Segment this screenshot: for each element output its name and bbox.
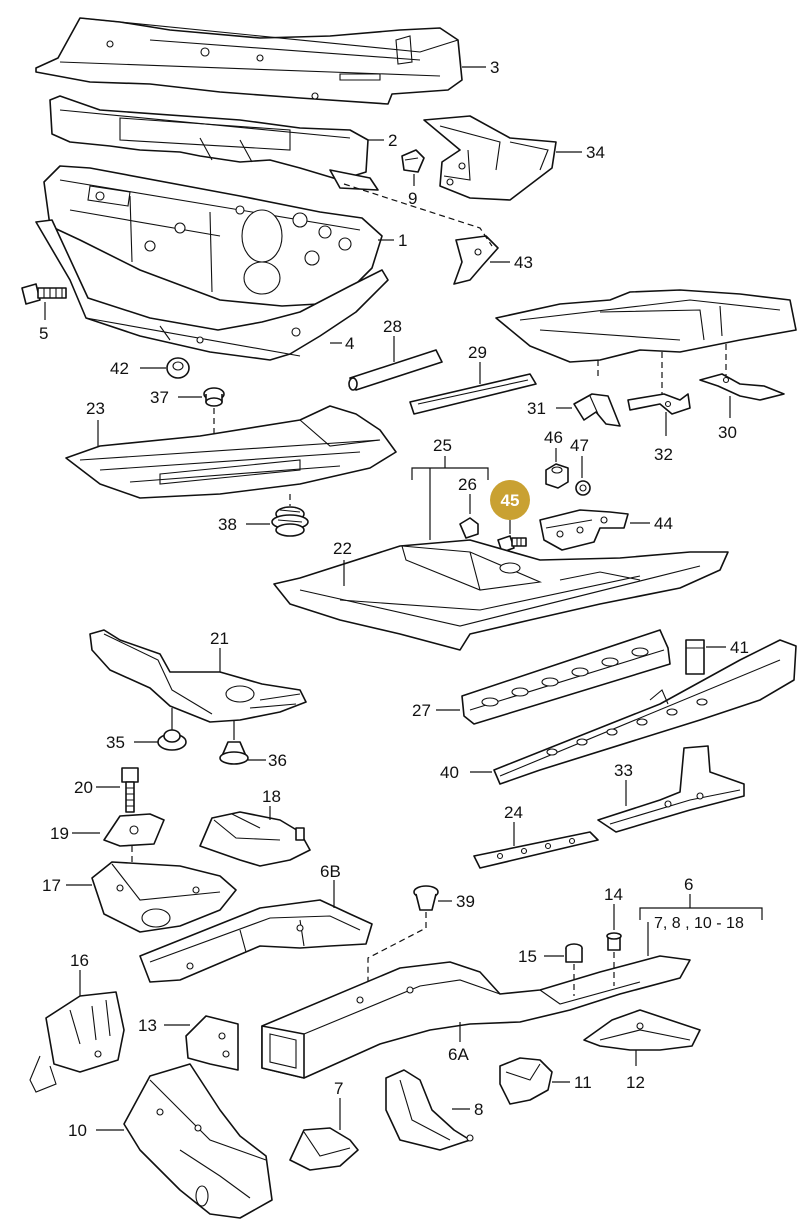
label-39: 39 [456,892,475,911]
part-rear-floor-section [495,289,797,363]
part-29-strip [409,373,537,415]
part-26-clip [459,517,479,539]
part-5-bolt [21,283,67,305]
label-7: 7 [334,1079,343,1098]
part-31-bracket [573,393,621,427]
part-19-plate [103,813,165,847]
part-46-nut [545,463,569,489]
part-32-bracket [627,393,691,415]
label-22: 22 [333,539,352,558]
label-9: 9 [408,189,417,208]
part-17-plate [91,861,237,933]
part-35-grommet [157,729,187,751]
part-43-bracket [453,235,499,285]
label-5: 5 [39,324,48,343]
part-2-bulkhead-upper [49,95,379,191]
label-29: 29 [468,343,487,362]
part-15-plug [565,943,583,963]
label-45: 45 [501,491,520,510]
label-19: 19 [50,824,69,843]
label-26: 26 [458,475,477,494]
label-36: 36 [268,751,287,770]
label-11: 11 [574,1073,592,1092]
label-12: 12 [626,1073,645,1092]
label-38: 38 [218,515,237,534]
label-46: 46 [544,428,563,447]
label-27: 27 [412,701,431,720]
label-33: 33 [614,761,633,780]
part-21-panel [89,629,307,723]
label-10: 10 [68,1121,87,1140]
label-23: 23 [86,399,105,418]
label-3: 3 [490,58,499,77]
part-44-bracket [539,509,629,551]
part-13-plate [185,1015,239,1071]
part-47-washer [575,480,591,496]
label-43: 43 [514,253,533,272]
label-44: 44 [654,514,673,533]
label-2: 2 [388,131,397,150]
label-30: 30 [718,423,737,442]
label-16: 16 [70,951,89,970]
part-41-bracket [685,639,705,675]
part-36-plug [219,741,249,765]
part-9-nut [401,149,425,173]
part-16-mount [29,991,125,1093]
label-40: 40 [440,763,459,782]
label-41: 41 [730,638,749,657]
label-6A: 6A [448,1045,469,1064]
label-6-range: 7, 8 , 10 - 18 [654,915,744,932]
label-14: 14 [604,885,623,904]
label-35: 35 [106,733,125,752]
part-4-lower-crossmember [35,219,389,361]
part-6A-main-rail [261,955,691,1079]
part-6B-rail [139,899,373,983]
label-25: 25 [433,436,452,455]
label-15: 15 [518,947,537,966]
part-30-bracket [699,373,785,401]
label-4: 4 [345,334,354,353]
part-40-sill [493,639,797,785]
part-28-rod [348,349,443,391]
label-6B: 6B [320,862,341,881]
part-38-rubber-mount [271,506,309,537]
part-20-bolt [121,767,139,813]
label-6: 6 [684,875,693,894]
label-20: 20 [74,778,93,797]
part-37-plug [203,387,225,407]
label-17: 17 [42,876,61,895]
part-18-bracket [199,811,311,867]
part-10-mount-plate [123,1063,273,1219]
part-27-side-rail [461,629,671,725]
label-21: 21 [210,629,229,648]
part-11-bracket [499,1057,553,1105]
part-7-bracket [289,1127,359,1171]
label-18: 18 [262,787,281,806]
highlight-badge-45[interactable]: 45 [490,480,530,520]
part-8-bracket [385,1069,474,1151]
part-24-strip [473,831,599,869]
label-8: 8 [474,1100,483,1119]
label-31: 31 [527,399,546,418]
label-42: 42 [110,359,129,378]
part-39-plug [413,885,439,911]
part-33-rail [597,745,745,833]
part-42-grommet [166,357,190,379]
label-28: 28 [383,317,402,336]
part-14-bolt [606,932,622,951]
label-32: 32 [654,445,673,464]
label-1: 1 [398,231,407,250]
label-13: 13 [138,1016,157,1035]
part-1-dash-panel [43,165,383,307]
label-24: 24 [504,803,523,822]
part-34-mount-bracket [423,115,557,201]
label-47: 47 [570,436,589,455]
part-3-cowl-panel [35,17,463,105]
part-12-bracket [583,1009,701,1051]
label-34: 34 [586,143,605,162]
part-22-main-floor [273,539,729,651]
part-23-floor-pan [65,405,397,499]
label-37: 37 [150,388,169,407]
